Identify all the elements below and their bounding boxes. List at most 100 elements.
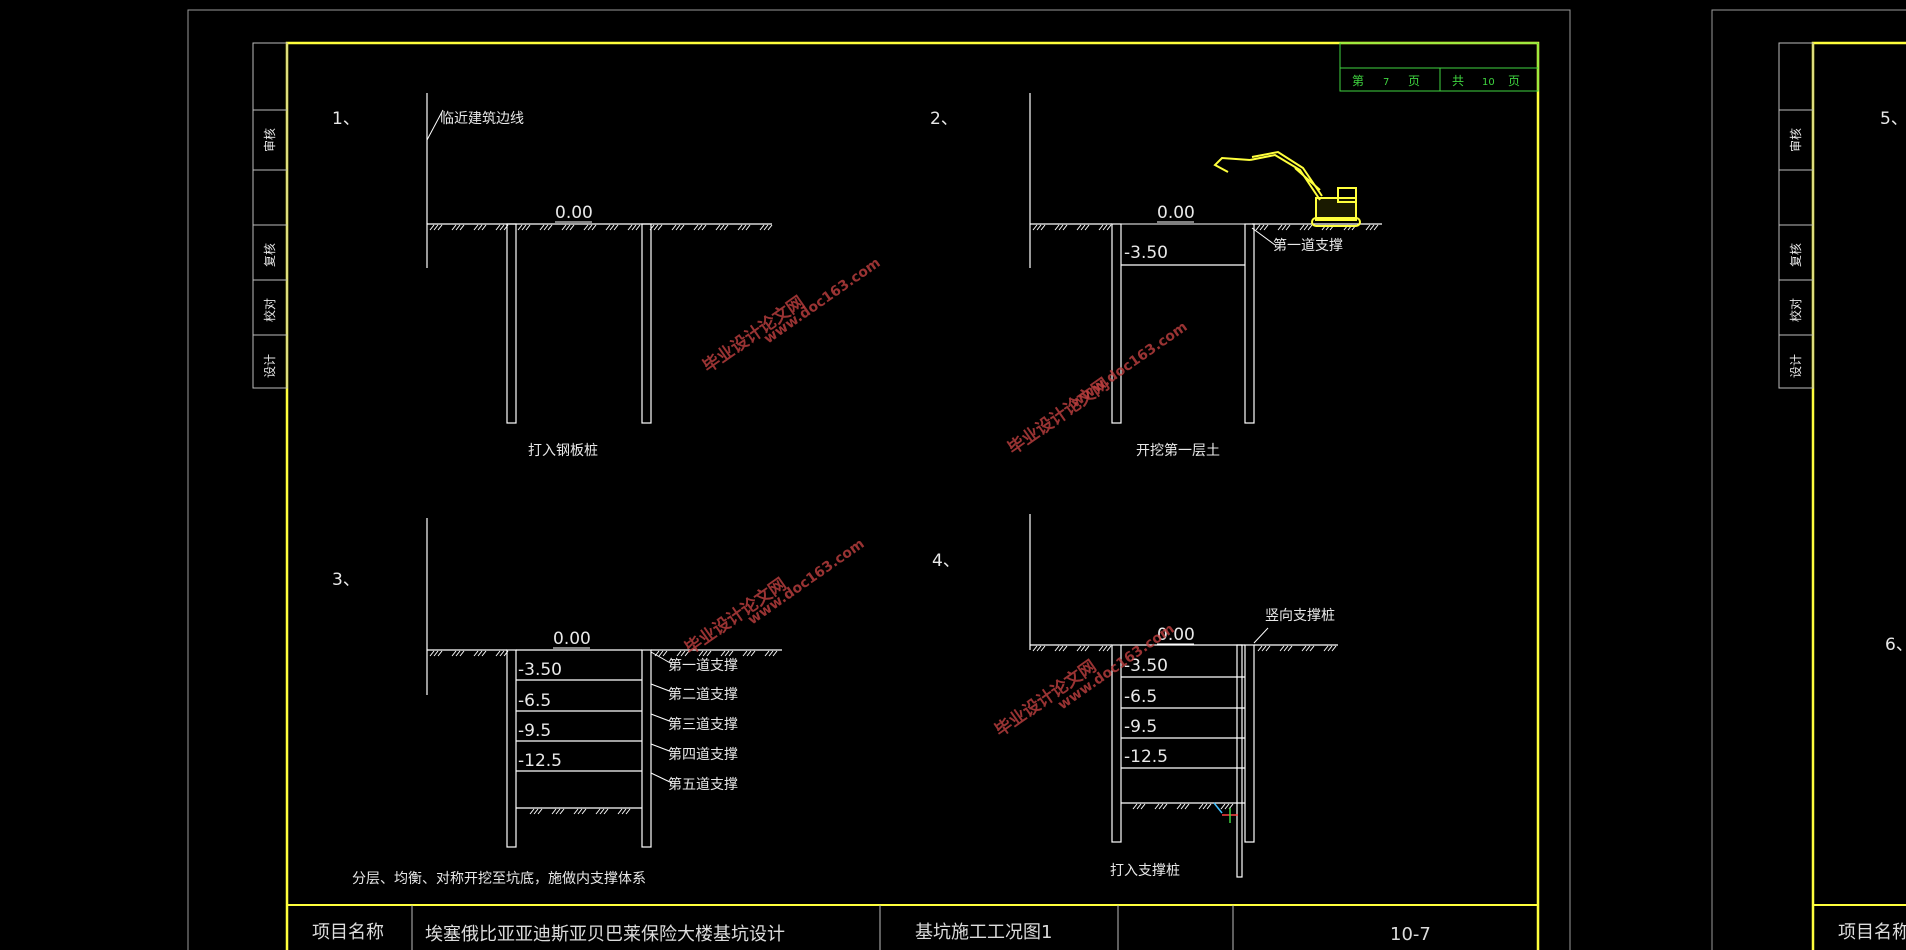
- hatch-mark: [521, 224, 527, 231]
- drawing-frame: [285, 41, 1540, 950]
- hatch-mark: [719, 224, 725, 231]
- hatch-mark: [561, 224, 567, 231]
- watermark-text: 毕业设计论文网: [681, 574, 791, 659]
- hatch-mark: [451, 650, 457, 657]
- hatch-mark: [1058, 224, 1064, 231]
- hatch-mark: [473, 224, 479, 231]
- hatch-mark: [559, 808, 565, 815]
- hatch-mark: [1098, 224, 1104, 231]
- hatch-mark: [701, 224, 707, 231]
- hatch-mark: [763, 224, 769, 231]
- panel-number: 3、: [332, 570, 360, 590]
- level-label: -3.50: [1124, 243, 1168, 263]
- hatch-mark: [764, 650, 770, 657]
- hatch-mark: [1261, 645, 1267, 652]
- hatch-mark: [539, 224, 545, 231]
- right-side-strip-label: 校对: [1788, 298, 1803, 322]
- level-label: -9.5: [518, 721, 551, 741]
- ground-level: 0.00: [555, 203, 593, 223]
- hatch-mark: [1277, 224, 1283, 231]
- hatch-mark: [583, 224, 589, 231]
- panel-number: 1、: [332, 109, 360, 129]
- hatch-mark: [1301, 645, 1307, 652]
- hatch-mark: [1032, 224, 1038, 231]
- sheet-pile: [506, 649, 517, 848]
- hatch-mark: [1036, 645, 1042, 652]
- hatch-mark: [1369, 224, 1375, 231]
- hatch-mark: [605, 224, 611, 231]
- hatch-mark: [1198, 803, 1204, 810]
- hatch-mark: [1154, 803, 1160, 810]
- soil-hatch: [1257, 645, 1337, 652]
- hatch-mark: [742, 650, 748, 657]
- hatch-mark: [1331, 645, 1337, 652]
- level-label: -12.5: [1124, 747, 1168, 767]
- level-label: -3.50: [518, 660, 562, 680]
- hatch-mark: [1265, 645, 1271, 652]
- panel-caption: 打入钢板桩: [528, 442, 598, 459]
- hatch-mark: [551, 808, 557, 815]
- panel-1: 1、 临近建筑边线 0.00 打入钢板桩: [332, 93, 773, 459]
- sheet-pile: [506, 223, 517, 424]
- hatch-mark: [1032, 645, 1038, 652]
- panel-caption: 开挖第一层土: [1136, 442, 1220, 459]
- hatch-mark: [1040, 645, 1046, 652]
- page-number: 7: [1383, 77, 1389, 88]
- hatch-mark: [613, 224, 619, 231]
- hatch-mark: [697, 224, 703, 231]
- hatch-mark: [517, 224, 523, 231]
- hatch-mark: [1136, 803, 1142, 810]
- hatch-mark: [1076, 224, 1082, 231]
- hatch-mark: [631, 224, 637, 231]
- right-side-strip-label: 设计: [1789, 354, 1803, 378]
- hatch-mark: [429, 224, 435, 231]
- excavator-icon: [1213, 150, 1361, 227]
- hatch-mark: [741, 224, 747, 231]
- hatch-mark: [1102, 645, 1108, 652]
- hatch-mark: [581, 808, 587, 815]
- hatch-mark: [451, 224, 457, 231]
- hatch-mark: [627, 224, 633, 231]
- hatch-mark: [737, 224, 743, 231]
- hatch-mark: [1058, 645, 1064, 652]
- hatch-mark: [680, 650, 686, 657]
- hatch-mark: [671, 224, 677, 231]
- hatch-mark: [495, 224, 501, 231]
- hatch-mark: [1299, 224, 1305, 231]
- hatch-mark: [635, 224, 641, 231]
- hatch-mark: [1080, 645, 1086, 652]
- hatch-mark: [1084, 224, 1090, 231]
- hatch-mark: [1309, 645, 1315, 652]
- page-label-suffix: 页: [1408, 74, 1420, 88]
- hatch-mark: [1062, 224, 1068, 231]
- total-label-prefix: 共: [1452, 74, 1464, 88]
- hatch-mark: [745, 224, 751, 231]
- hatch-mark: [499, 650, 505, 657]
- panel-2: 2、 0.00 -3.50 第一道支撑 开挖第一层土: [930, 93, 1382, 459]
- hatch-mark: [1062, 645, 1068, 652]
- hatch-mark: [1054, 645, 1060, 652]
- vertical-support-pile: [1236, 644, 1243, 878]
- hatch-mark: [768, 650, 774, 657]
- hatch-mark: [1076, 645, 1082, 652]
- panel-4: 4、 0.00 -3.50 -6.5 -9.5 -12.5 竖向支撑桩 打入支撑…: [932, 514, 1338, 879]
- sheet-pile: [1244, 223, 1255, 424]
- sheet-pile: [641, 649, 652, 848]
- hatch-mark: [1259, 224, 1265, 231]
- hatch-mark: [772, 650, 778, 657]
- strut-label: 第一道支撑: [1273, 237, 1343, 254]
- hatch-mark: [746, 650, 752, 657]
- hatch-mark: [433, 650, 439, 657]
- hatch-mark: [693, 224, 699, 231]
- soil-hatch: [529, 808, 631, 815]
- hatch-mark: [499, 224, 505, 231]
- right-sheet: 5、 6、 项目名称: [1813, 109, 1906, 943]
- hatch-mark: [1040, 224, 1046, 231]
- hatch-mark: [1323, 645, 1329, 652]
- boundary-label: 临近建筑边线: [440, 111, 524, 127]
- total-label-suffix: 页: [1508, 74, 1520, 88]
- hatch-mark: [1162, 803, 1168, 810]
- hatch-mark: [1307, 224, 1313, 231]
- project-label: 项目名称: [1838, 922, 1906, 943]
- project-label: 项目名称: [312, 922, 384, 943]
